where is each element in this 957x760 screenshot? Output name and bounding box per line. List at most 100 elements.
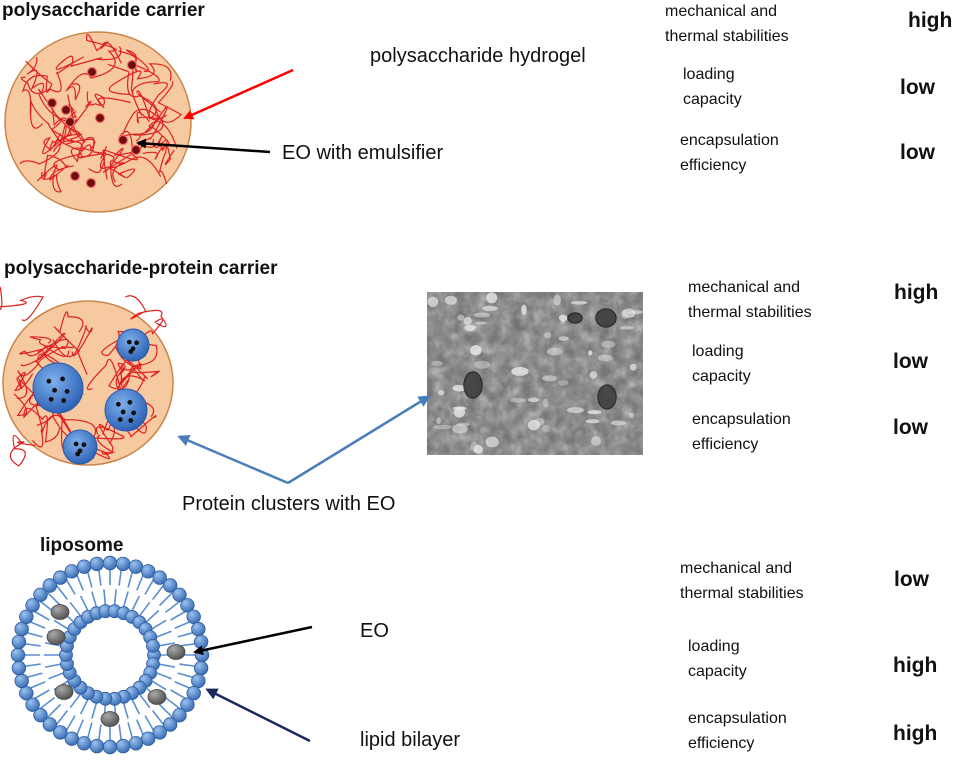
lipid-head bbox=[102, 555, 118, 571]
label-eo: EO bbox=[360, 620, 389, 642]
label-lipid-bilayer: lipid bilayer bbox=[360, 729, 461, 751]
lipid-head bbox=[191, 621, 206, 637]
lipid-head bbox=[152, 570, 167, 585]
value-loading-capacity-1: low bbox=[900, 76, 935, 99]
value-loading-capacity-3: high bbox=[893, 654, 938, 677]
lipid-head bbox=[193, 634, 209, 650]
eo-drop bbox=[100, 711, 120, 727]
lipid-head bbox=[53, 570, 68, 585]
eo-droplet bbox=[117, 134, 129, 146]
eo-drop bbox=[166, 644, 186, 660]
lipid-head bbox=[115, 556, 131, 572]
eo-drop bbox=[46, 629, 66, 645]
label-polysaccharide-hydrogel: polysaccharide hydrogel bbox=[370, 45, 586, 67]
lipid-head bbox=[172, 708, 187, 723]
lipid-head bbox=[89, 738, 105, 754]
eo-droplet bbox=[126, 59, 138, 71]
protein-cluster bbox=[116, 328, 150, 362]
polysaccharide-carrier-illustration bbox=[4, 31, 192, 213]
arrow-protein-carrier bbox=[177, 435, 289, 485]
lipid-head bbox=[19, 686, 34, 701]
eo-droplet bbox=[69, 170, 81, 182]
lipid-head bbox=[102, 739, 118, 755]
panel-title-liposome: liposome bbox=[40, 535, 124, 556]
lipid-head bbox=[25, 598, 40, 613]
lipid-head bbox=[10, 647, 26, 663]
lipid-head bbox=[172, 587, 187, 603]
lipid-head bbox=[25, 697, 40, 712]
arrow-emulsifier bbox=[136, 138, 271, 154]
value-loading-capacity-2: low bbox=[893, 350, 928, 373]
protein-cluster bbox=[62, 429, 98, 465]
lipid-head bbox=[33, 587, 48, 603]
value-mechanical-thermal-2: high bbox=[894, 281, 939, 304]
eo-drop bbox=[147, 689, 167, 705]
lipid-head bbox=[11, 660, 27, 676]
lipid-head bbox=[180, 598, 195, 613]
panel-title-polysaccharide-carrier: polysaccharide carrier bbox=[2, 0, 205, 21]
arrow-lipid-bilayer bbox=[205, 688, 311, 743]
lipid-head bbox=[76, 736, 92, 751]
protein-cluster bbox=[104, 388, 148, 432]
eo-droplet bbox=[64, 116, 76, 128]
eo-drop bbox=[50, 604, 70, 620]
lipid-head bbox=[53, 725, 68, 740]
protein-clusters bbox=[32, 328, 150, 465]
lipid-head bbox=[180, 697, 195, 712]
arrow-eo bbox=[193, 625, 313, 656]
lipid-head bbox=[186, 609, 201, 625]
arrow-hydrogel bbox=[183, 68, 294, 120]
lipid-head bbox=[89, 556, 105, 572]
lipid-head bbox=[186, 686, 201, 701]
lipid-head bbox=[115, 738, 131, 754]
eo-droplet bbox=[86, 66, 98, 78]
panel-title-polysaccharide-protein-carrier: polysaccharide-protein carrier bbox=[4, 258, 278, 279]
lipid-head bbox=[140, 564, 156, 579]
lipid-head bbox=[64, 731, 80, 746]
protein-cluster bbox=[32, 362, 84, 414]
eo-droplet bbox=[46, 97, 58, 109]
lipid-head bbox=[19, 609, 34, 625]
lipid-head bbox=[152, 725, 167, 740]
lipid-head bbox=[128, 559, 144, 574]
lipid-head bbox=[14, 621, 29, 637]
eo-drop bbox=[54, 684, 74, 700]
eo-droplet bbox=[60, 104, 72, 116]
lipid-head bbox=[162, 578, 178, 593]
eo-droplet bbox=[85, 177, 97, 189]
eo-droplet bbox=[94, 112, 106, 124]
eo-emulsifier-droplets bbox=[46, 59, 142, 189]
micrograph-image bbox=[427, 292, 644, 455]
label-protein-clusters: Protein clusters with EO bbox=[182, 493, 396, 515]
lipid-head bbox=[42, 717, 58, 732]
value-encapsulation-efficiency-2: low bbox=[893, 416, 928, 439]
liposome-illustration bbox=[10, 555, 210, 755]
lipid-head bbox=[191, 673, 206, 689]
lipid-head bbox=[14, 673, 29, 689]
value-encapsulation-efficiency-3: high bbox=[893, 722, 938, 745]
polysaccharide-protein-carrier-illustration bbox=[0, 286, 174, 467]
lipid-head bbox=[76, 559, 92, 574]
lipid-head bbox=[11, 634, 27, 650]
lipid-head bbox=[64, 564, 80, 579]
value-encapsulation-efficiency-1: low bbox=[900, 141, 935, 164]
lipid-head bbox=[42, 578, 58, 593]
value-mechanical-thermal-3: low bbox=[894, 568, 929, 591]
lipid-head bbox=[140, 731, 156, 746]
lipid-head bbox=[162, 717, 178, 732]
lipid-head bbox=[128, 736, 144, 751]
label-eo-with-emulsifier: EO with emulsifier bbox=[282, 142, 444, 164]
value-mechanical-thermal-1: high bbox=[908, 9, 953, 32]
arrow-protein-micrograph bbox=[287, 395, 431, 485]
lipid-head bbox=[146, 639, 160, 653]
lipid-head bbox=[193, 660, 209, 676]
